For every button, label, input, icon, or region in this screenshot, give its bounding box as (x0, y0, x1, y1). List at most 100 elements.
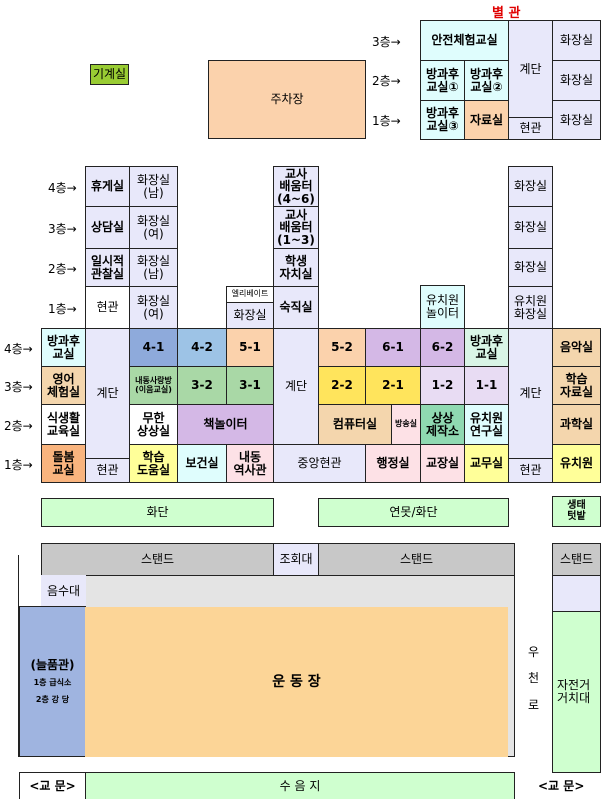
elevator[interactable]: 엘리베이트 (226, 286, 274, 303)
floor-label: 2층→ (372, 74, 401, 88)
principal-office[interactable]: 교장실 (420, 444, 465, 483)
classroom-6-2[interactable]: 6-2 (420, 328, 465, 367)
afterschool-room[interactable]: 방과후 교실 (41, 328, 86, 367)
afterschool-room-1[interactable]: 방과후 교실① (420, 60, 465, 101)
restroom[interactable]: 화장실 (226, 302, 274, 329)
night-duty-room[interactable]: 숙직실 (273, 286, 319, 329)
stairs[interactable]: 계단 (85, 328, 130, 459)
lounge[interactable]: 휴게실 (85, 166, 130, 207)
classroom-2-2[interactable]: 2-2 (318, 366, 366, 405)
restroom[interactable]: 화장실 (508, 248, 553, 287)
pond-flowerbed[interactable]: 연못/화단 (318, 498, 509, 527)
floor-label: 4층→ (48, 181, 77, 195)
floor-label: 2층→ (48, 262, 77, 276)
archive-room[interactable]: 자료실 (464, 100, 509, 140)
annex-stairs[interactable]: 계단 (508, 20, 553, 118)
annex-restroom[interactable]: 화장실 (552, 20, 601, 61)
entrance[interactable]: 현관 (85, 458, 130, 483)
floor-label: 1층→ (4, 458, 33, 472)
floor-label: 3층→ (4, 380, 33, 394)
stand[interactable]: 스탠드 (41, 543, 274, 576)
classroom-1-1[interactable]: 1-1 (464, 366, 509, 405)
afterschool-room-3[interactable]: 방과후 교실③ (420, 100, 465, 140)
floor-label: 3층→ (372, 35, 401, 49)
flowerbed[interactable]: 화단 (41, 498, 274, 527)
machine-room[interactable]: 기계실 (90, 64, 129, 85)
admin-office[interactable]: 행정실 (365, 444, 421, 483)
neulpum-title: (늘품관) (30, 657, 75, 672)
classroom-5-1[interactable]: 5-1 (226, 328, 274, 367)
counseling-room[interactable]: 상담실 (85, 206, 130, 249)
classroom-4-1[interactable]: 4-1 (129, 328, 178, 367)
eco-garden[interactable]: 생태 텃밭 (552, 496, 601, 527)
floor-label: 4층→ (4, 342, 33, 356)
shade-area[interactable]: 수 음 지 (85, 772, 515, 799)
materials-room[interactable]: 학습 자료실 (552, 366, 601, 405)
entrance[interactable]: 현관 (508, 458, 553, 483)
restroom-female[interactable]: 화장실 (여) (129, 206, 178, 249)
stand[interactable]: 스탠드 (318, 543, 515, 576)
classroom-2-1[interactable]: 2-1 (365, 366, 421, 405)
book-playground[interactable]: 책놀이터 (177, 404, 274, 445)
parking-lot[interactable]: 주차장 (208, 60, 366, 139)
care-room[interactable]: 돌봄 교실 (41, 444, 86, 483)
school-gate-right[interactable]: <교 문> (538, 779, 585, 793)
classroom-6-1[interactable]: 6-1 (365, 328, 421, 367)
afterschool-room-2[interactable]: 방과후 교실② (464, 60, 509, 101)
teachers-office[interactable]: 교무실 (464, 444, 509, 483)
neulpum-hall[interactable]: (늘품관) 1층 급식소 2층 강 당 (19, 606, 86, 757)
teacher-room-4-6[interactable]: 교사 배움터 (4~6) (273, 166, 319, 207)
food-education-room[interactable]: 식생활 교육실 (41, 404, 86, 445)
computer-room[interactable]: 컴퓨터실 (318, 404, 392, 445)
annex-restroom[interactable]: 화장실 (552, 100, 601, 140)
kindergarten-playground[interactable]: 유치원 놀이터 (420, 285, 465, 329)
music-room[interactable]: 음악실 (552, 328, 601, 367)
history-room[interactable]: 내동 역사관 (226, 444, 274, 483)
stand[interactable]: 스탠드 (552, 543, 601, 576)
restroom-female[interactable]: 화장실 (여) (129, 286, 178, 329)
english-room[interactable]: 영어 체험실 (41, 366, 86, 405)
health-room[interactable]: 보건실 (177, 444, 227, 483)
annex-entrance[interactable]: 현관 (508, 117, 553, 140)
teacher-room-1-3[interactable]: 교사 배움터 (1~3) (273, 206, 319, 249)
floor-label: 1층→ (372, 114, 401, 128)
imagination-room[interactable]: 무한 상상실 (129, 404, 178, 445)
floor-label: 2층→ (4, 419, 33, 433)
classroom-3-1[interactable]: 3-1 (226, 366, 274, 405)
learning-support-room[interactable]: 학습 도움실 (129, 444, 178, 483)
rain-path: 우 천 로 (528, 645, 540, 712)
student-council-room[interactable]: 학생 자치실 (273, 248, 319, 287)
stairs[interactable]: 계단 (273, 328, 319, 445)
naedong-sarangbang[interactable]: 내동사랑방 (이음교실) (129, 366, 178, 405)
kindergarten[interactable]: 유치원 (552, 444, 601, 483)
restroom[interactable]: 화장실 (508, 206, 553, 249)
boundary-line (18, 555, 19, 757)
school-gate-left[interactable]: <교 문> (19, 772, 86, 799)
science-room[interactable]: 과학실 (552, 404, 601, 445)
observation-room[interactable]: 일시적 관찰실 (85, 248, 130, 287)
afterschool-room[interactable]: 방과후 교실 (464, 328, 509, 367)
broadcast-room[interactable]: 방송실 (391, 404, 421, 445)
safety-room[interactable]: 안전체험교실 (420, 20, 509, 61)
restroom-male[interactable]: 화장실 (남) (129, 166, 178, 207)
restroom[interactable]: 화장실 (508, 166, 553, 207)
maker-space[interactable]: 상상 제작소 (420, 404, 465, 445)
annex-restroom[interactable]: 화장실 (552, 60, 601, 101)
podium[interactable]: 조회대 (273, 543, 319, 576)
kindergarten-lab[interactable]: 유치원 연구실 (464, 404, 509, 445)
water-fountain[interactable]: 음수대 (41, 575, 86, 607)
floor-label: 1층→ (48, 302, 77, 316)
classroom-3-2[interactable]: 3-2 (177, 366, 227, 405)
restroom-male[interactable]: 화장실 (남) (129, 248, 178, 287)
classroom-1-2[interactable]: 1-2 (420, 366, 465, 405)
kindergarten-restroom[interactable]: 유치원 화장실 (508, 286, 553, 329)
stairs[interactable]: 계단 (508, 328, 553, 459)
bike-rack[interactable]: 자전거 거치대 (552, 611, 601, 773)
entrance[interactable]: 현관 (85, 286, 130, 329)
neulpum-floor-1: 1층 급식소 (33, 678, 72, 688)
central-entrance[interactable]: 중앙현관 (273, 444, 366, 483)
playground[interactable]: 운 동 장 (85, 607, 508, 757)
classroom-5-2[interactable]: 5-2 (318, 328, 366, 367)
classroom-4-2[interactable]: 4-2 (177, 328, 227, 367)
